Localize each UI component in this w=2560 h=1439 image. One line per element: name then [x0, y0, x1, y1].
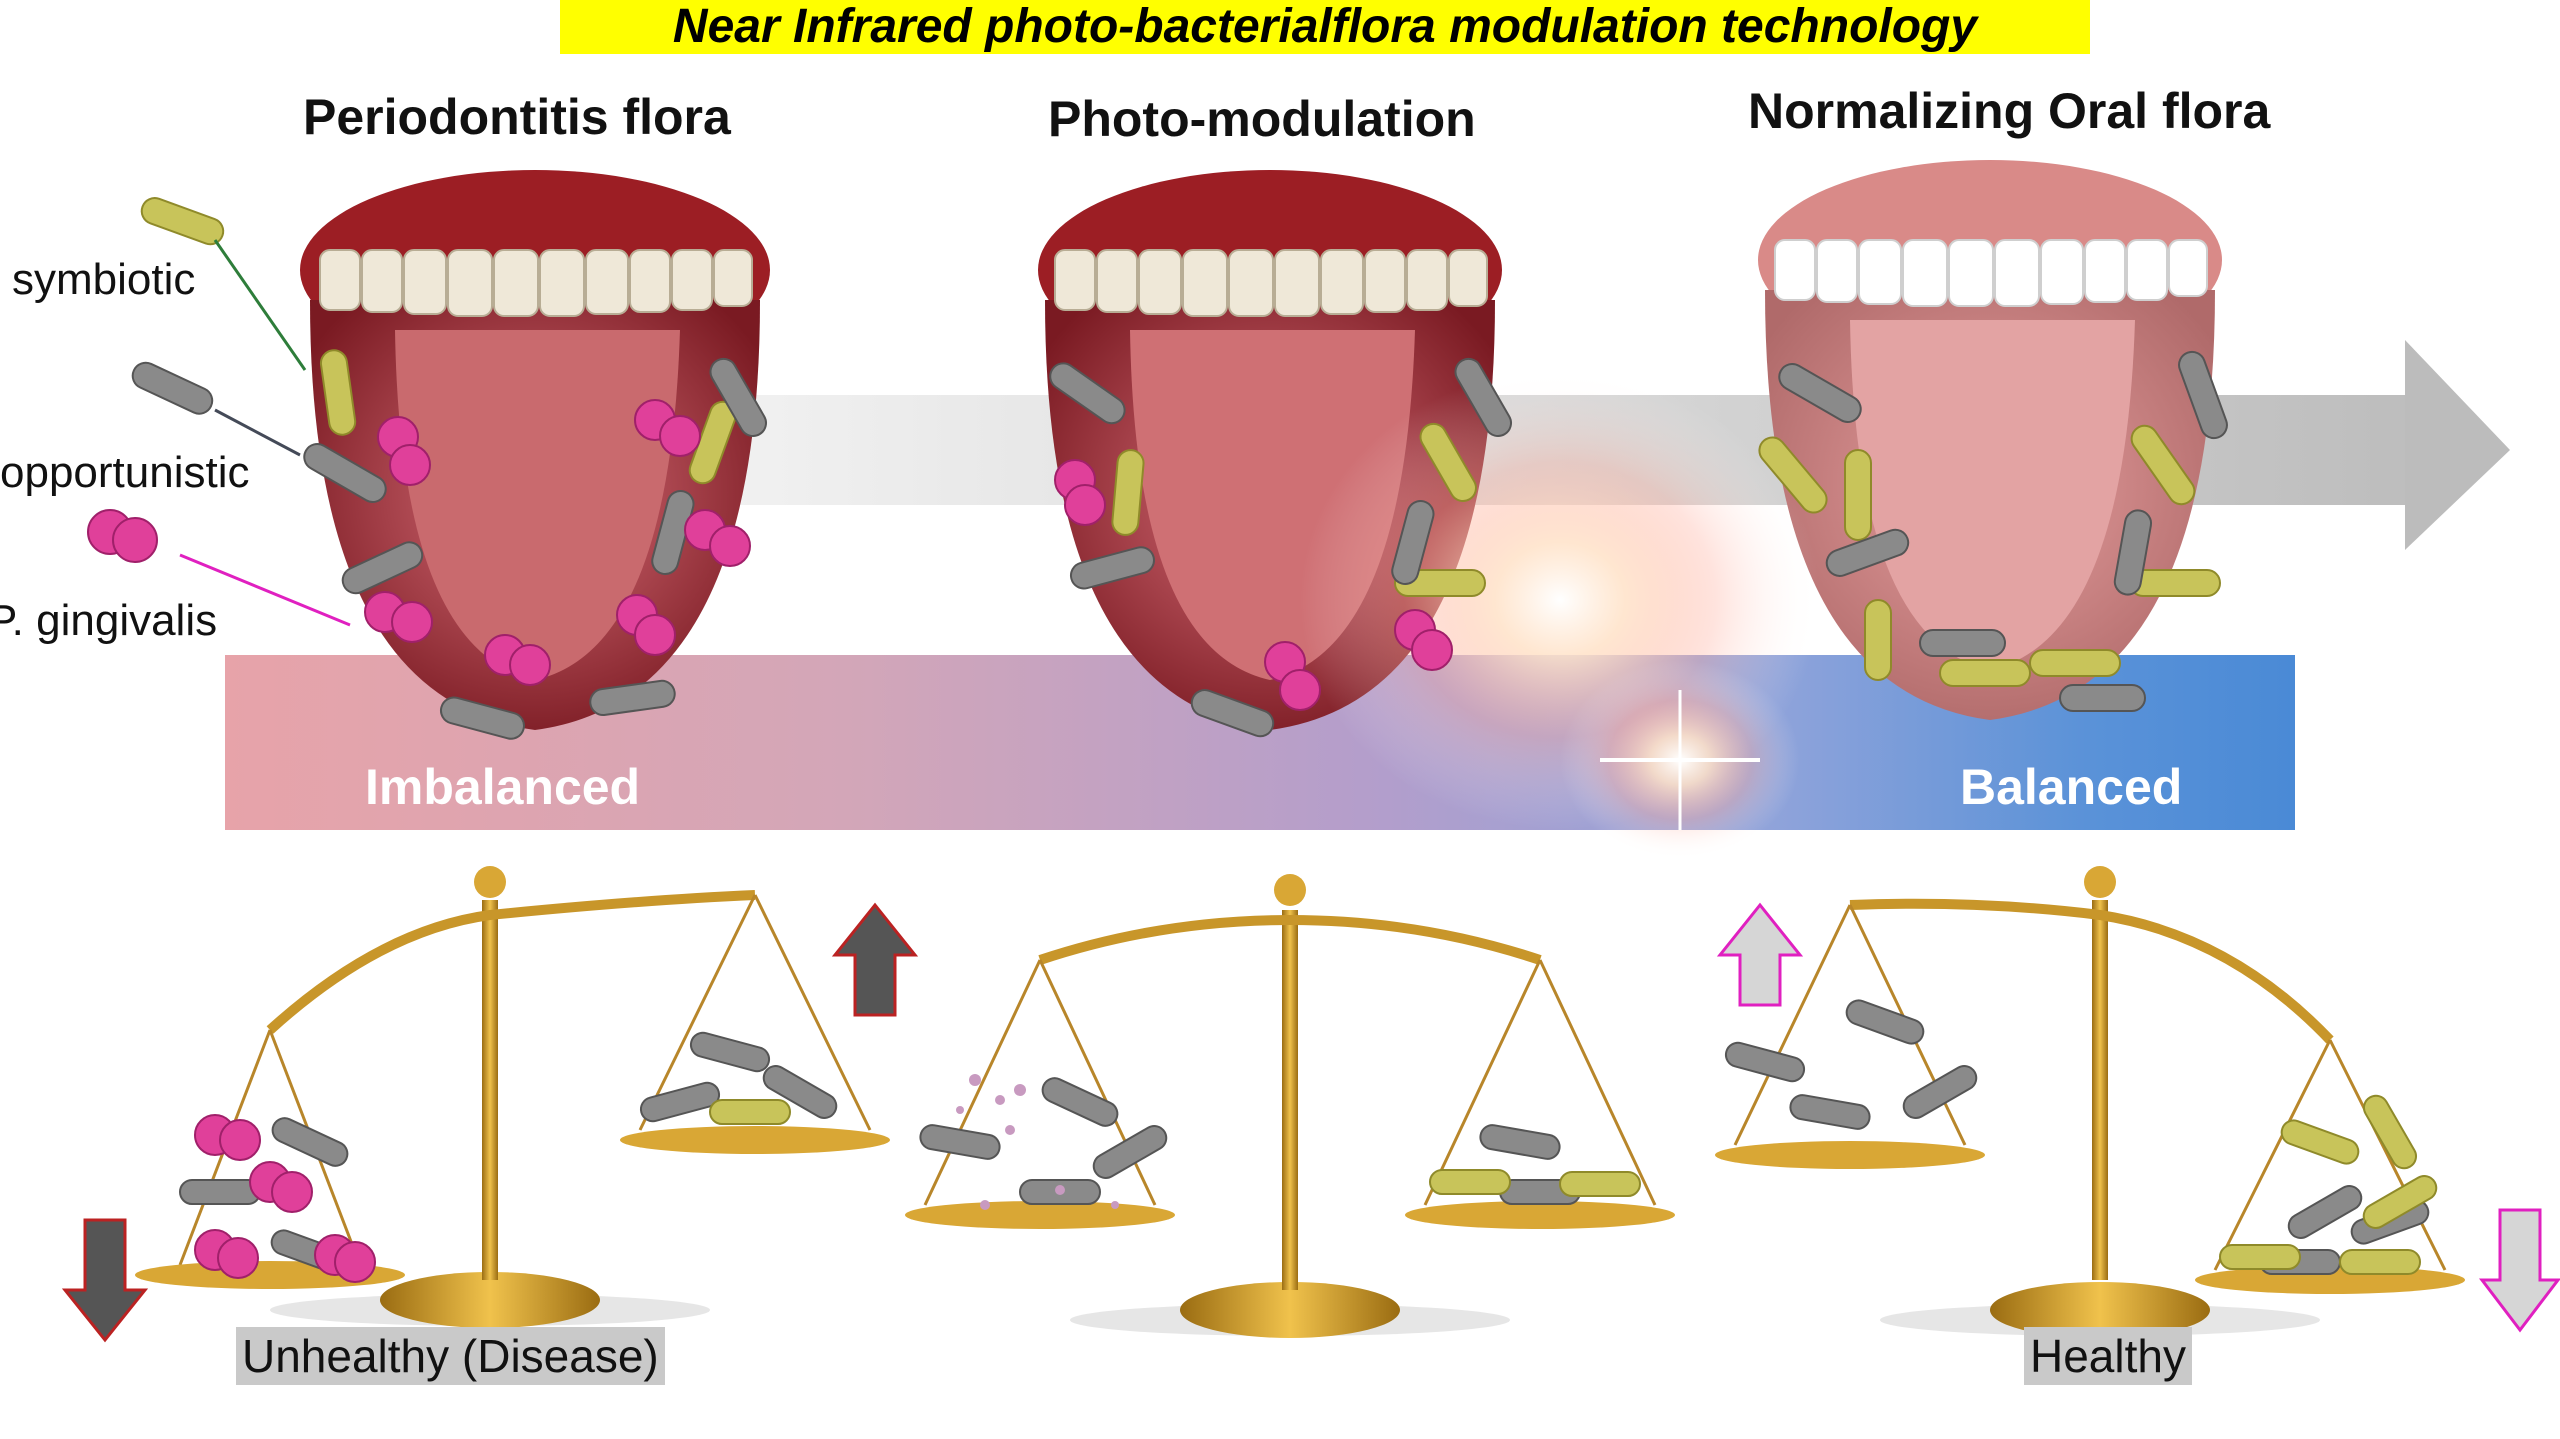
opportunistic-leader-line	[214, 408, 301, 457]
arrow-up-light-icon	[1716, 902, 1804, 1007]
symbiotic-leader-line	[213, 239, 307, 371]
scale-healthy	[1715, 866, 2560, 1338]
symbiotic-bacterium-icon	[140, 197, 225, 246]
band-label-balanced: Balanced	[1960, 759, 2183, 815]
arrow-up-icon	[831, 902, 919, 1017]
column-title-normalizing: Normalizing Oral flora	[1748, 83, 2271, 139]
legend-label-opportunistic: opportunistic	[0, 448, 250, 497]
arrow-down-icon	[61, 1218, 149, 1343]
near-infrared-light-flash	[1300, 370, 1820, 860]
scale-balancing	[905, 874, 1675, 1338]
status-label-unhealthy: Unhealthy (Disease)	[236, 1327, 665, 1385]
legend-label-symbiotic: symbiotic	[12, 255, 196, 304]
figure-title: Near Infrared photo-bacterialflora modul…	[560, 0, 2090, 54]
pg-leader-line	[179, 553, 351, 627]
legend-label-pg: P. gingivalis	[0, 596, 218, 645]
bacteria-in-mouths	[303, 349, 2228, 740]
column-title-photo-modulation: Photo-modulation	[1048, 91, 1476, 147]
mouth-normalizing-illustration	[1758, 160, 2222, 720]
scale-unhealthy	[61, 866, 919, 1343]
band-label-imbalanced: Imbalanced	[365, 759, 641, 815]
arrow-down-light-icon	[2478, 1208, 2560, 1333]
legend-icons	[87, 197, 351, 627]
column-title-periodontitis: Periodontitis flora	[303, 89, 731, 145]
status-label-healthy: Healthy	[2024, 1327, 2192, 1385]
opportunistic-bacterium-icon	[131, 361, 214, 415]
